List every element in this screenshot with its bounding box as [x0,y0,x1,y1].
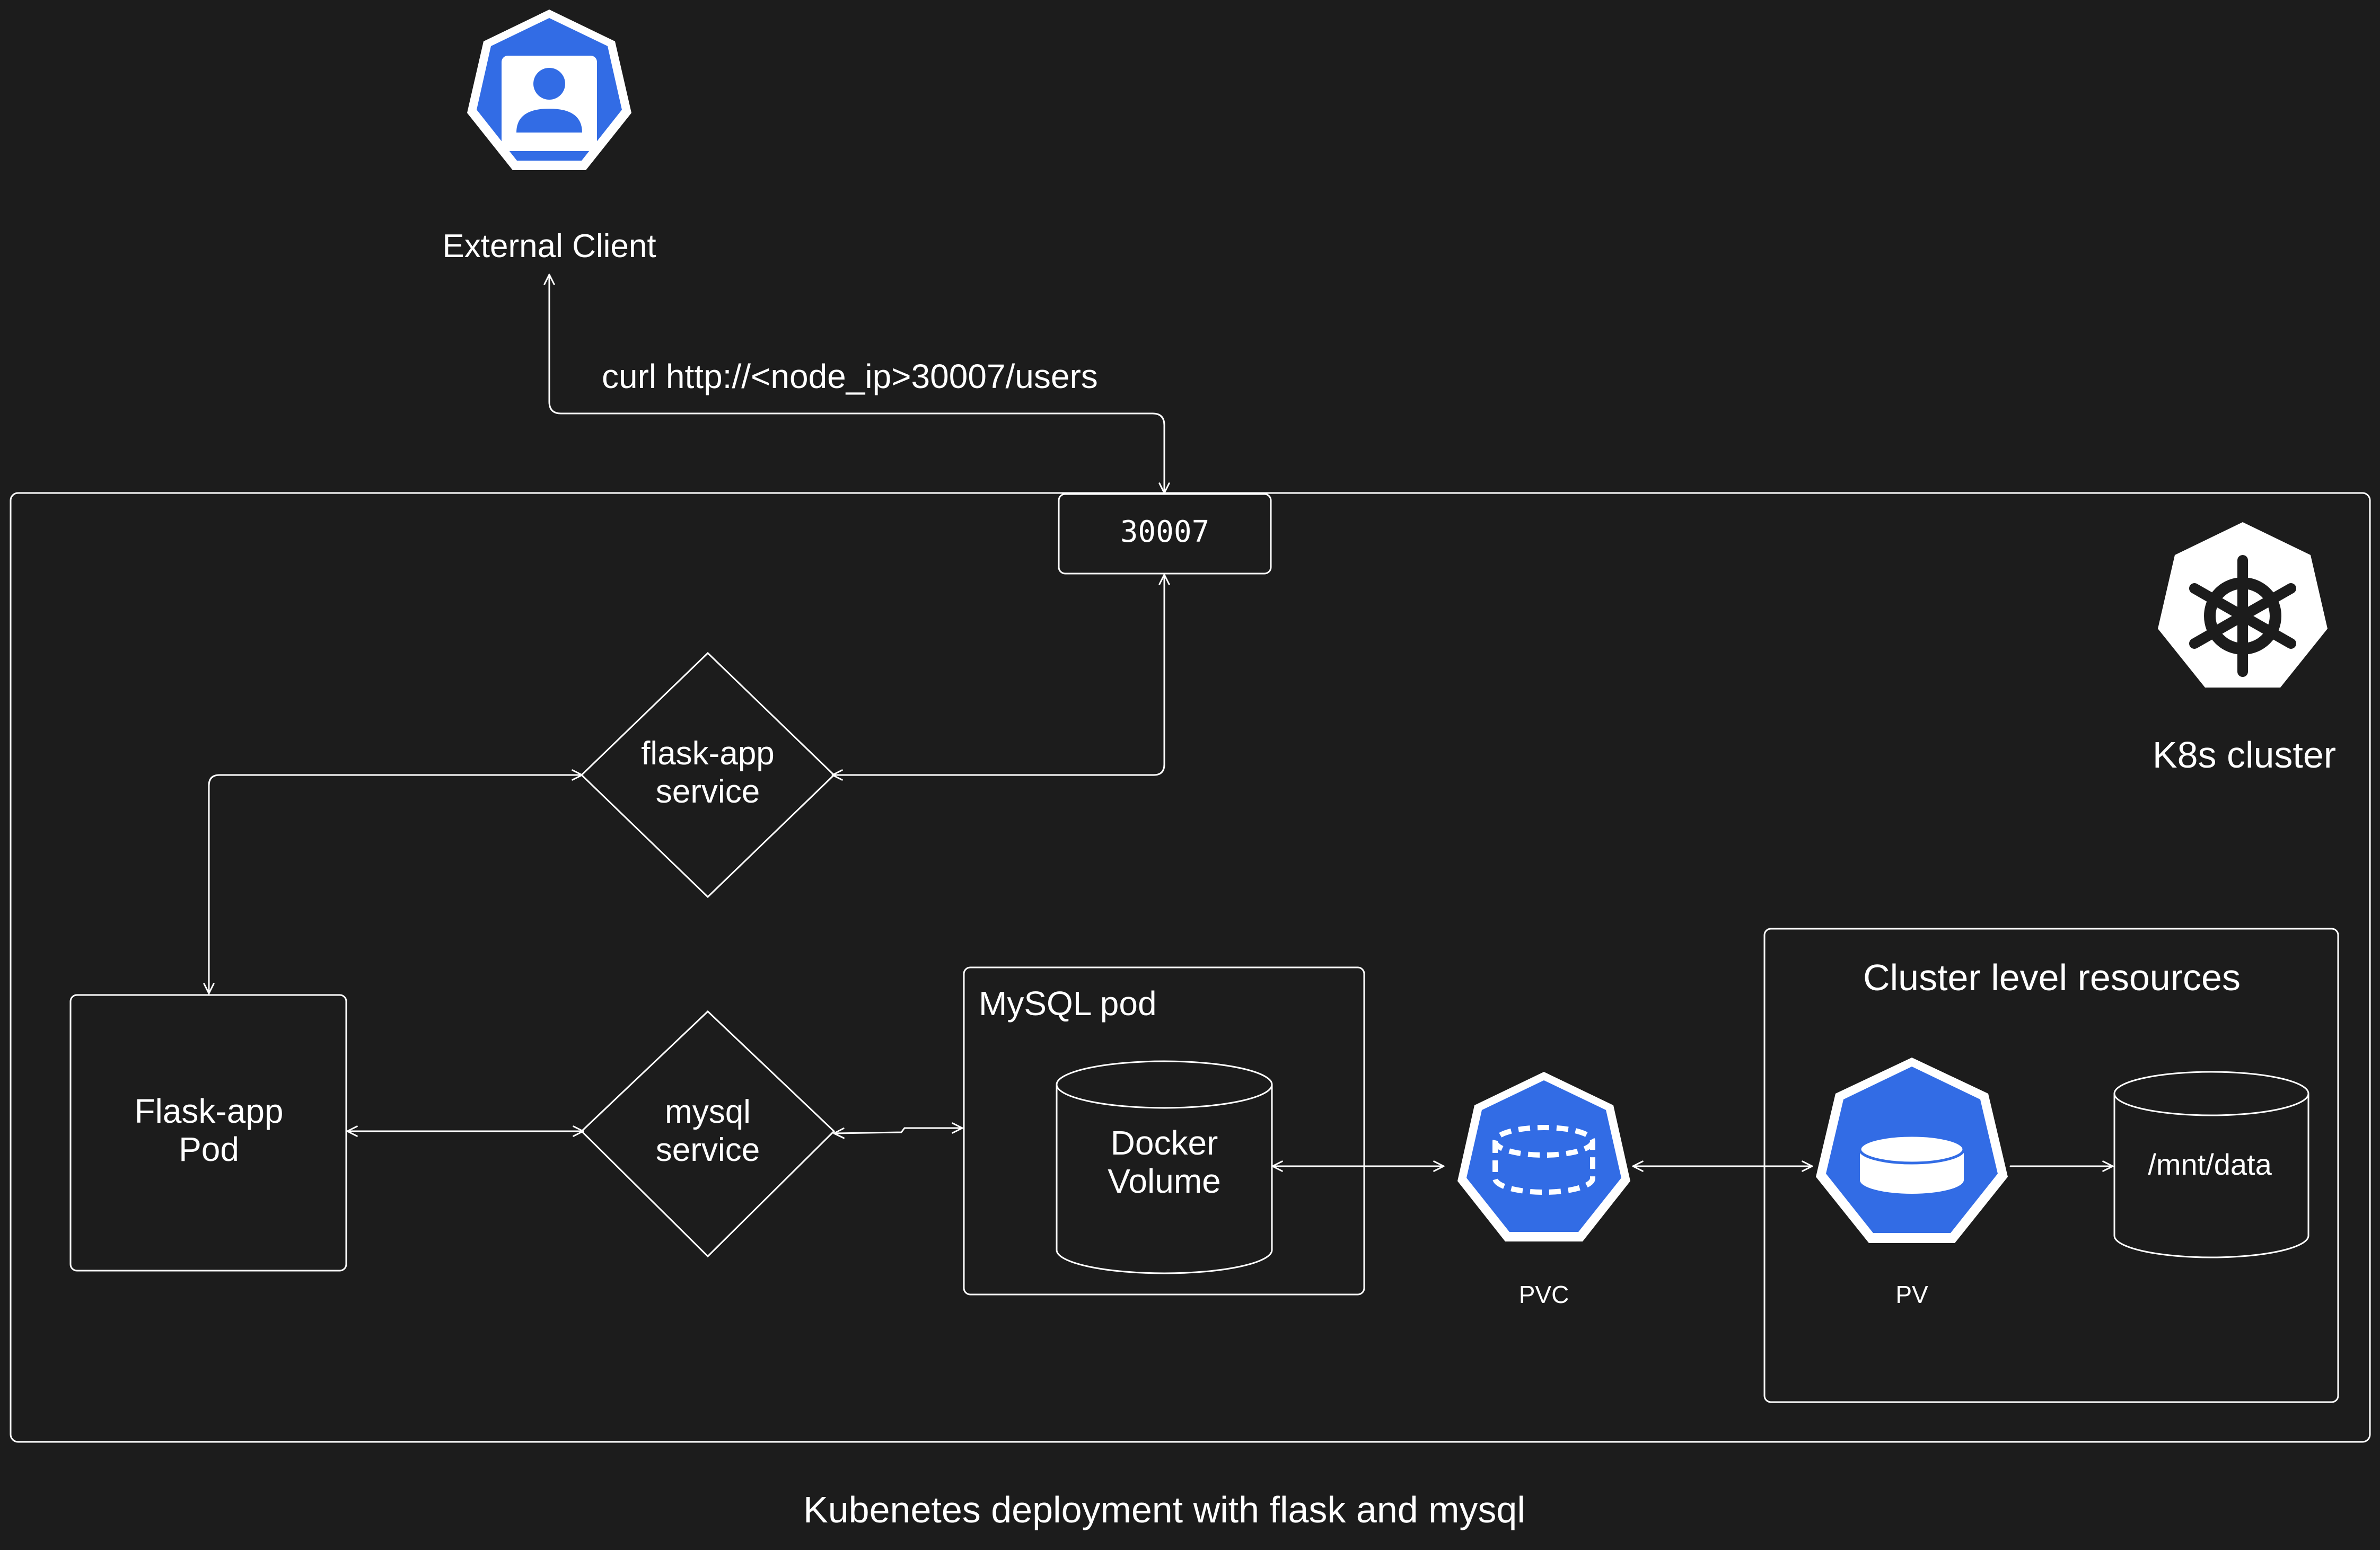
host-path-label: /mnt/data [2148,1148,2272,1181]
nodeport-flask-service-arrow [831,574,1170,781]
docker-volume-label-line1: Docker [1111,1124,1218,1162]
docker-volume-cylinder [1056,1060,1273,1274]
flask-app-pod-label-line1: Flask-app [135,1092,284,1130]
k8s-cluster-label: K8s cluster [2153,734,2336,776]
curl-request-label: curl http://<node_ip>30007/users [602,357,1098,395]
mysql-service-diamond [580,1010,836,1258]
pv-label: PV [1895,1281,1928,1308]
flask-app-pod-label-line2: Pod [179,1130,239,1168]
flask-service-pod-arrow [203,769,583,994]
mysql-pod-label: MySQL pod [979,984,1157,1023]
mysql-pod-box [963,966,1365,1296]
cluster-resources-label: Cluster level resources [1863,957,2241,998]
k8s-cluster-boundary [10,492,2371,1443]
host-path-cylinder [2113,1071,2309,1258]
docker-volume-label-line2: Volume [1108,1162,1220,1200]
flask-app-pod-box [69,994,347,1272]
pvc-icon [1457,1072,1630,1241]
mysql-service-label-line2: service [656,1132,760,1168]
mysql-service-pod-arrow [833,1122,963,1139]
diagram-title: Kubenetes deployment with flask and mysq… [803,1489,1525,1530]
nodeport-label: 30007 [1120,515,1210,549]
user-icon [467,10,631,170]
pvc-label: PVC [1519,1281,1569,1308]
flask-app-service-label-line2: service [656,773,760,810]
flask-app-service-diamond [580,651,836,899]
kubernetes-helm-icon [2158,522,2328,688]
flask-app-service-label-line1: flask-app [641,735,775,772]
external-client-label: External Client [442,228,656,265]
pv-icon [1816,1058,2008,1243]
nodeport-box [1058,493,1272,575]
client-nodeport-arrow [543,274,1170,494]
mysql-service-label-line1: mysql [665,1094,751,1130]
